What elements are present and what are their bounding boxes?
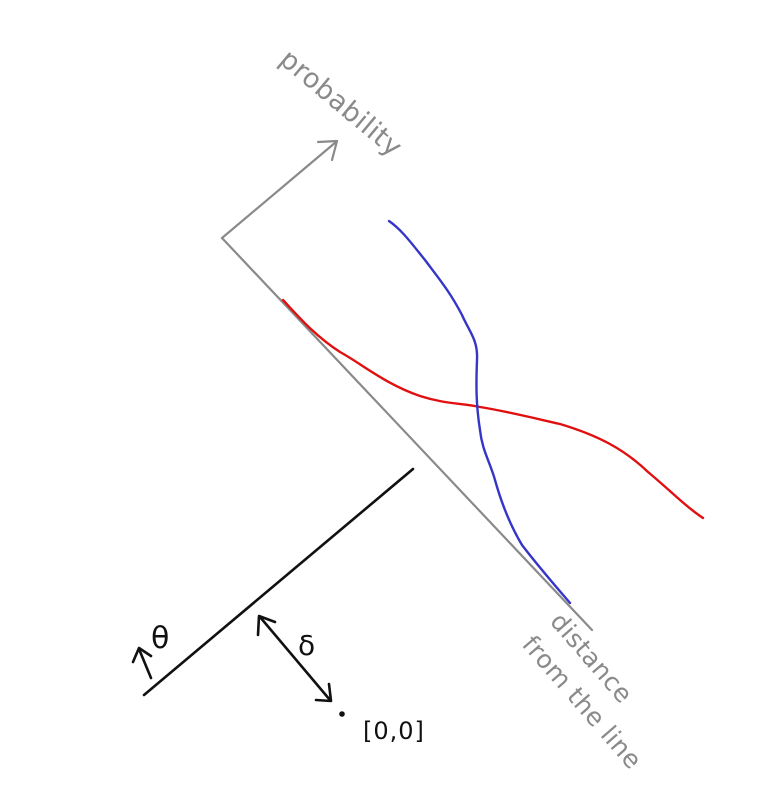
blue-curve bbox=[387, 219, 572, 605]
origin-label: [0,0] bbox=[363, 717, 425, 745]
theta-normal-arrow bbox=[131, 646, 153, 680]
delta-arrowhead-top bbox=[256, 614, 277, 637]
delta-symbol: δ bbox=[298, 629, 315, 662]
delta-distance-arrow bbox=[256, 614, 333, 703]
probability-axis-arrowhead bbox=[316, 139, 339, 162]
theta-arrowhead bbox=[131, 646, 153, 664]
probability-axis-label: probability bbox=[274, 44, 408, 164]
delta-arrow-shaft bbox=[258, 615, 332, 702]
probability-axis bbox=[220, 139, 339, 240]
delta-arrowhead-bottom bbox=[314, 682, 333, 703]
red-curve bbox=[281, 298, 705, 520]
probability-axis-line bbox=[220, 140, 338, 240]
decision-line bbox=[142, 467, 415, 697]
theta-arrow-shaft bbox=[137, 647, 153, 680]
distance-axis-line bbox=[220, 236, 594, 632]
origin-point bbox=[339, 711, 345, 717]
theta-symbol: θ bbox=[151, 621, 169, 656]
